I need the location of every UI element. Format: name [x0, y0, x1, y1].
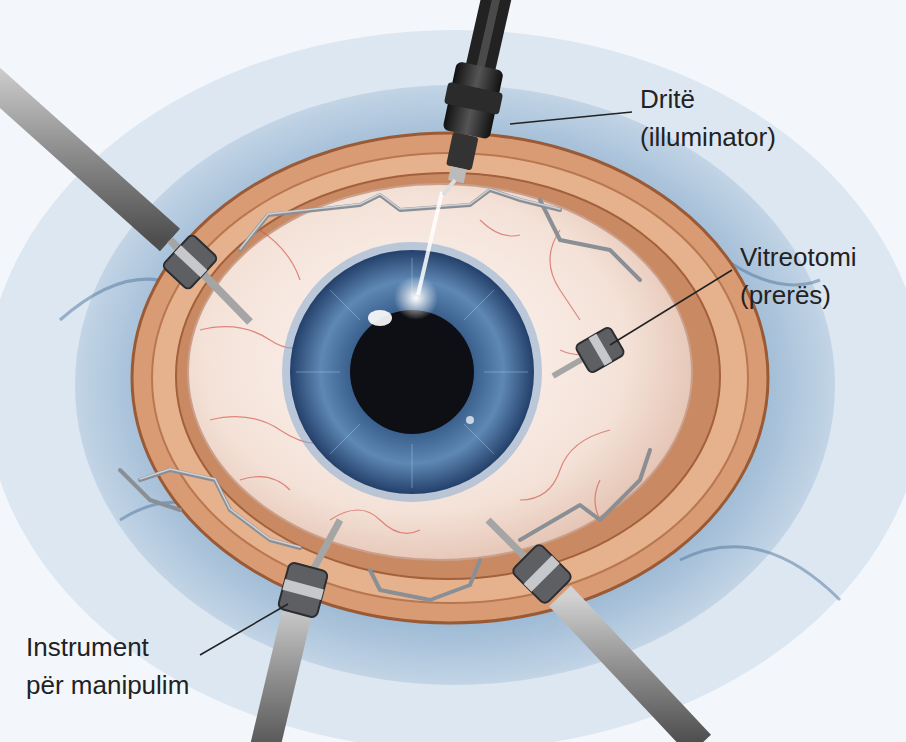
surgical-drape: [75, 85, 835, 685]
iris: [290, 250, 534, 494]
lower-right-instrument: [524, 556, 560, 592]
vitreotome: [553, 326, 625, 376]
illuminator: [444, 82, 503, 115]
manipulation-instrument: [262, 600, 300, 742]
eyeball: [466, 416, 474, 424]
upper-left-instrument: [162, 234, 218, 291]
eyeball: [282, 242, 542, 502]
eyeball: [296, 372, 340, 373]
upper-left-instrument: [0, 70, 250, 322]
eyeball: [296, 258, 528, 488]
leader-line: [610, 270, 732, 345]
illuminator: [446, 132, 479, 171]
illuminator: [480, 0, 497, 70]
leader-line: [200, 604, 288, 655]
upper-left-instrument: [0, 70, 170, 240]
callout-label: Dritë (illuminator): [640, 80, 779, 156]
conjunctiva-ring: [132, 133, 768, 623]
lower-right-instrument: [488, 520, 700, 742]
speculum-highlight: [140, 189, 560, 547]
manipulation-instrument: [282, 579, 323, 600]
leader-line: [510, 112, 632, 124]
speculum-wire: [540, 200, 640, 280]
blood-vessels: [330, 510, 420, 533]
speculum-highlight: [240, 189, 560, 249]
light-beam: [394, 276, 438, 320]
manipulation-instrument: [262, 520, 340, 742]
speculum-wire: [370, 560, 480, 600]
upper-left-instrument: [162, 234, 218, 291]
eyeball: [464, 290, 494, 320]
vitreotome: [575, 326, 626, 374]
upper-left-instrument: [174, 245, 207, 277]
blood-vessels: [200, 220, 620, 533]
speculum-wire: [520, 450, 650, 540]
lower-right-instrument: [560, 596, 700, 742]
speculum-highlight: [140, 469, 300, 547]
eyeball: [330, 424, 360, 454]
illuminator: [442, 61, 504, 139]
leader-line: [200, 112, 732, 655]
eyeball: [188, 184, 692, 560]
eyeball: [330, 290, 360, 320]
lower-right-instrument: [511, 543, 573, 605]
vitreotome: [575, 326, 626, 374]
illuminator: [428, 60, 507, 187]
conjunctiva-ring: [152, 153, 748, 603]
manipulation-instrument: [277, 562, 328, 619]
eyeball: [412, 444, 413, 488]
speculum-wire: [140, 470, 300, 548]
blood-vessels: [480, 220, 520, 236]
eyeball: [188, 184, 692, 560]
illuminator: [443, 180, 455, 195]
illuminator: [428, 0, 507, 195]
blood-vessels: [240, 477, 290, 490]
callout-label: Vitreotomi (prerës): [740, 238, 860, 314]
eyeball: [368, 310, 392, 326]
lower-right-instrument: [511, 543, 573, 605]
manipulation-instrument: [277, 562, 328, 619]
eyeball: [484, 372, 528, 373]
vitreotome: [589, 334, 613, 366]
speculum-wire: [240, 190, 560, 250]
illuminator: [480, 0, 497, 70]
surgical-drape: [0, 30, 906, 742]
manipulation-instrument: [262, 600, 300, 742]
illuminator: [448, 166, 467, 183]
eyeball: [464, 424, 494, 454]
light-beam: [394, 192, 442, 320]
blood-vessels: [260, 230, 300, 280]
pupil: [350, 310, 474, 434]
lower-right-instrument: [560, 596, 700, 742]
upper-left-instrument: [0, 70, 170, 240]
speculum-wire: [120, 190, 650, 600]
conjunctiva-ring: [132, 133, 768, 623]
callout-label: Instrument për manipulim: [26, 628, 192, 704]
blood-vessels: [595, 480, 600, 520]
conjunctiva-ring: [176, 173, 720, 579]
